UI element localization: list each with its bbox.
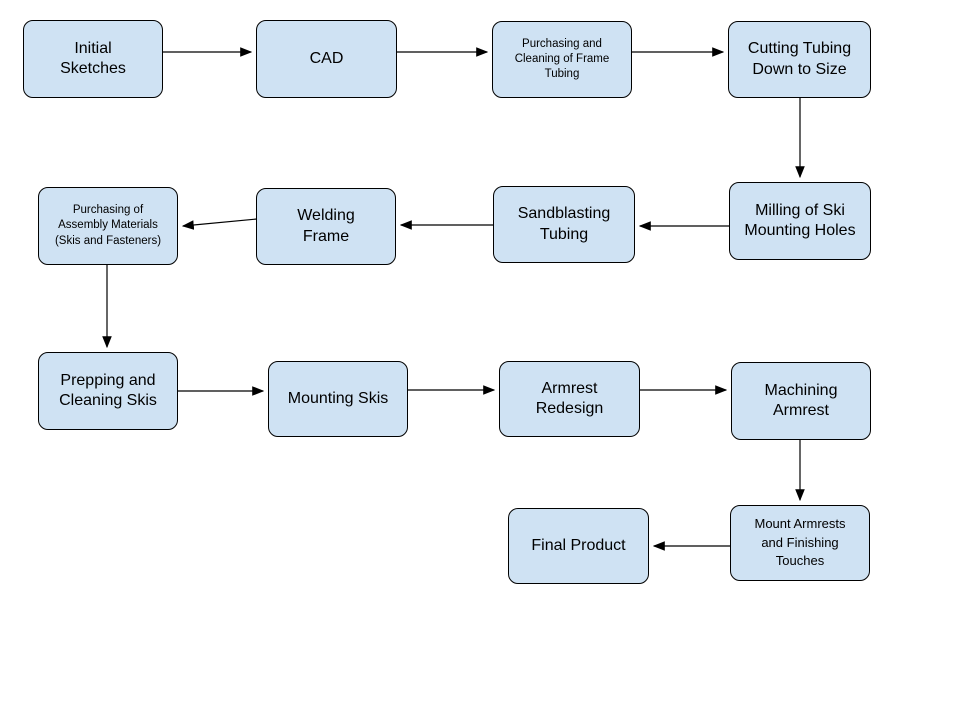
node-cad: CAD xyxy=(256,20,397,98)
node-mounting-skis: Mounting Skis xyxy=(268,361,408,437)
node-welding-frame: Welding Frame xyxy=(256,188,396,265)
node-cutting-tubing: Cutting Tubing Down to Size xyxy=(728,21,871,98)
node-final-product: Final Product xyxy=(508,508,649,584)
node-mount-armrests-finishing: Mount Armrests and Finishing Touches xyxy=(730,505,870,581)
node-initial-sketches: Initial Sketches xyxy=(23,20,163,98)
node-machining-armrest: Machining Armrest xyxy=(731,362,871,440)
node-armrest-redesign: Armrest Redesign xyxy=(499,361,640,437)
node-purchasing-frame-tubing: Purchasing and Cleaning of Frame Tubing xyxy=(492,21,632,98)
node-milling-ski-holes: Milling of Ski Mounting Holes xyxy=(729,182,871,260)
node-sandblasting-tubing: Sandblasting Tubing xyxy=(493,186,635,263)
edge-welding-to-purchassembly xyxy=(181,218,258,230)
node-purchasing-assembly-materials: Purchasing of Assembly Materials (Skis a… xyxy=(38,187,178,265)
node-prepping-cleaning-skis: Prepping and Cleaning Skis xyxy=(38,352,178,430)
